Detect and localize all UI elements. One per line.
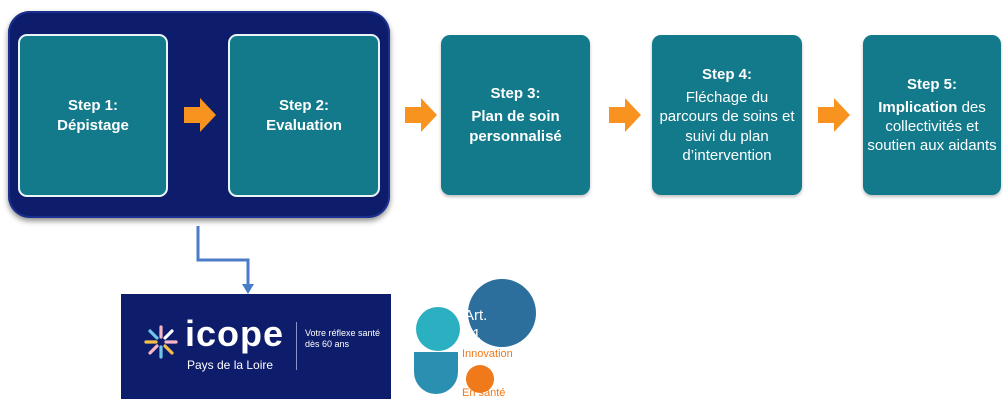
arrow-right-icon xyxy=(184,98,216,132)
arrow-right-icon xyxy=(405,98,437,132)
art51-label: Art. xyxy=(464,307,488,324)
step-1-body: Dépistage xyxy=(57,116,129,134)
icope-tagline: Votre réflexe santé dès 60 ans xyxy=(305,328,381,349)
icope-wordmark: icope xyxy=(185,313,285,354)
arrow-right-icon xyxy=(818,98,850,132)
icope-snowflake-icon xyxy=(144,325,178,359)
step-3-box: Step 3: Plan de soin personnalisé xyxy=(441,35,590,195)
arrow-right-icon xyxy=(609,98,641,132)
step-3-title: Step 3: xyxy=(490,85,541,103)
step-4-title: Step 4: xyxy=(701,66,752,84)
step-2-box: Step 2: Evaluation xyxy=(228,34,380,197)
icope-region: Pays de la Loire xyxy=(187,358,274,372)
step-5-body: Implication des collectivités et soutien… xyxy=(863,98,1001,156)
art51-number: 51 xyxy=(464,326,481,343)
step-1-box: Step 1: Dépistage xyxy=(18,34,168,197)
step-4-body: Fléchage du parcours de soins et suivi d… xyxy=(659,89,795,164)
connector-arrow xyxy=(196,226,254,294)
step-5-box: Step 5: Implication des collectivités et… xyxy=(863,35,1001,195)
icope-divider xyxy=(296,322,297,370)
art51-logo: Art. 51 Innovation En santé xyxy=(406,276,538,399)
icope-logo: icope Pays de la Loire Votre réflexe san… xyxy=(121,294,391,399)
step-1-title: Step 1: xyxy=(67,97,118,115)
art51-innovation: Innovation xyxy=(462,348,513,360)
step-3-body: Plan de soin personnalisé xyxy=(469,108,562,145)
step-5-title: Step 5: xyxy=(906,75,957,93)
step-5-body-rest: des collectivités et soutien aux aidants xyxy=(867,98,997,155)
art51-en-sante: En santé xyxy=(462,387,506,399)
step-5-body-bold: Implication xyxy=(878,98,958,116)
art51-petals-icon xyxy=(414,279,536,394)
step-2-title: Step 2: xyxy=(278,97,329,115)
step-4-box: Step 4: Fléchage du parcours de soins et… xyxy=(652,35,802,195)
step-2-body: Evaluation xyxy=(266,116,342,134)
